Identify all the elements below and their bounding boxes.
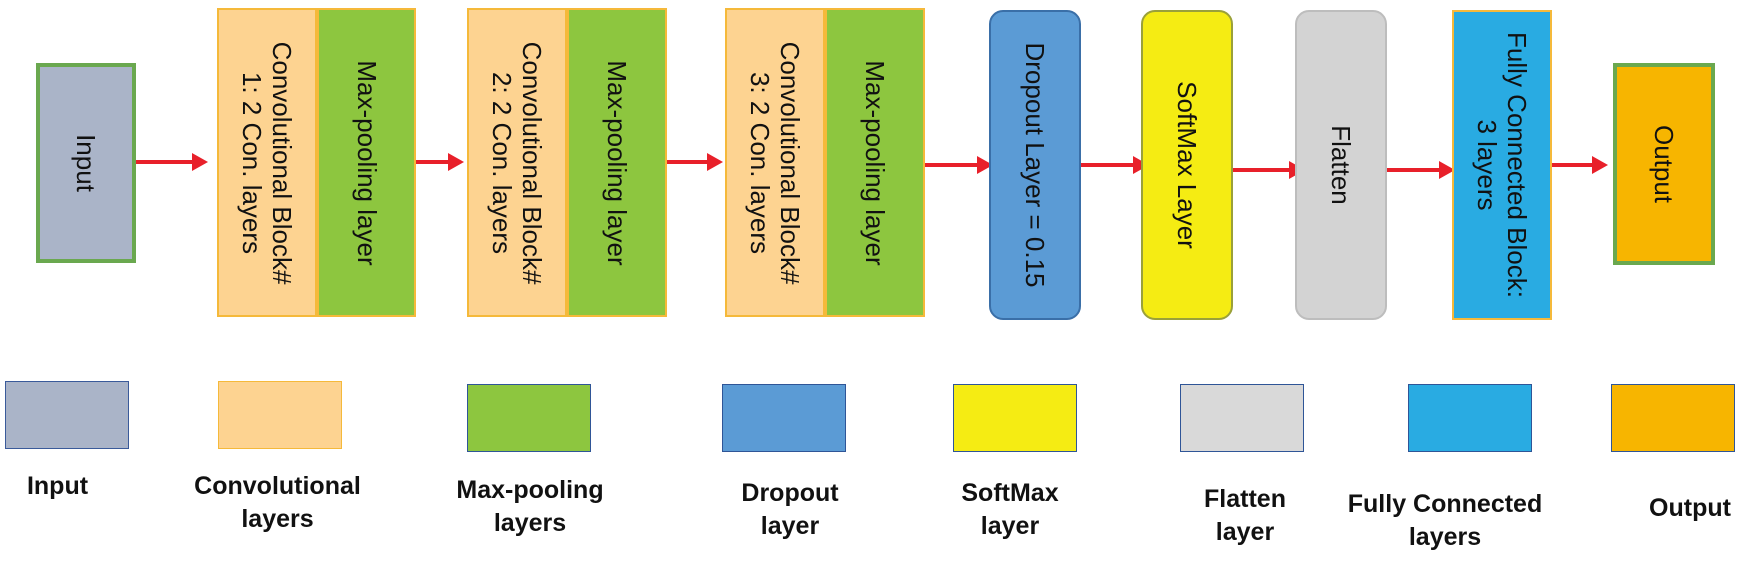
node-maxpool-3: Max-pooling layer — [825, 8, 925, 317]
legend-swatch-flatten — [1180, 384, 1304, 452]
node-conv-block-1-line1: Convolutional Block# — [267, 41, 297, 284]
node-conv-block-3-line1: Convolutional Block# — [775, 41, 805, 284]
legend-label-conv: Convolutional layers — [194, 472, 361, 533]
node-output-label: Output — [1649, 124, 1679, 204]
legend-swatch-dropout — [722, 384, 846, 452]
legend-swatch-softmax — [953, 384, 1077, 452]
node-softmax: SoftMax Layer — [1141, 10, 1233, 320]
node-conv-block-1: Convolutional Block# 1: 2 Con. layers — [217, 8, 317, 317]
node-conv-block-2-line2: 2: 2 Con. layers — [487, 71, 517, 254]
node-softmax-label: SoftMax Layer — [1172, 81, 1202, 249]
arrow-fc-to-output — [1552, 156, 1608, 174]
node-fully-connected: Fully Connected Block: 3 layers — [1452, 10, 1552, 320]
legend-swatch-conv — [218, 381, 342, 449]
arrow-flatten-to-fc — [1387, 161, 1455, 179]
node-maxpool-3-label: Max-pooling layer — [860, 59, 890, 266]
legend-label-fc: Fully Connected layers — [1347, 490, 1543, 551]
legend-swatch-input — [5, 381, 129, 449]
arrow-dropout-to-softmax — [1081, 156, 1149, 174]
arrow-pool2-to-conv3 — [667, 153, 723, 171]
node-conv-block-2-line1: Convolutional Block# — [517, 41, 547, 284]
node-flatten: Flatten — [1295, 10, 1387, 320]
arrow-softmax-to-flatten — [1233, 161, 1305, 179]
legend-swatch-maxpool — [467, 384, 591, 452]
node-conv-block-3: Convolutional Block# 3: 2 Con. layers — [725, 8, 825, 317]
legend-swatch-fc — [1408, 384, 1532, 452]
node-maxpool-2: Max-pooling layer — [567, 8, 667, 317]
node-fully-connected-line1: Fully Connected Block: — [1502, 32, 1532, 298]
legend-label-dropout: Dropout layer — [741, 479, 839, 540]
legend-label-input: Input — [26, 472, 89, 500]
node-input-label: Input — [71, 134, 101, 192]
node-output: Output — [1613, 63, 1715, 265]
node-conv-block-1-line2: 1: 2 Con. layers — [237, 71, 267, 254]
legend-label-flatten: Flatten layer — [1204, 485, 1286, 546]
arrow-pool3-to-dropout — [925, 156, 993, 174]
legend-label-softmax: SoftMax layer — [961, 479, 1059, 540]
node-maxpool-1-label: Max-pooling layer — [351, 59, 382, 266]
node-flatten-label: Flatten — [1326, 125, 1356, 205]
node-maxpool-1: Max-pooling layer — [317, 8, 416, 317]
node-conv-block-2: Convolutional Block# 2: 2 Con. layers — [467, 8, 567, 317]
legend-label-maxpool: Max-pooling layers — [456, 476, 604, 537]
node-conv-block-3-line2: 3: 2 Con. layers — [745, 71, 775, 254]
node-input: Input — [36, 63, 136, 263]
legend-label-output: Output — [1649, 494, 1731, 522]
node-maxpool-2-label: Max-pooling layer — [602, 59, 632, 266]
node-dropout-label: Dropout Layer = 0.15 — [1020, 42, 1050, 288]
legend-swatch-output — [1611, 384, 1735, 452]
arrow-input-to-conv1 — [136, 153, 208, 171]
node-dropout: Dropout Layer = 0.15 — [989, 10, 1081, 320]
arrow-pool1-to-conv2 — [416, 153, 464, 171]
node-fully-connected-line2: 3 layers — [1472, 119, 1502, 211]
